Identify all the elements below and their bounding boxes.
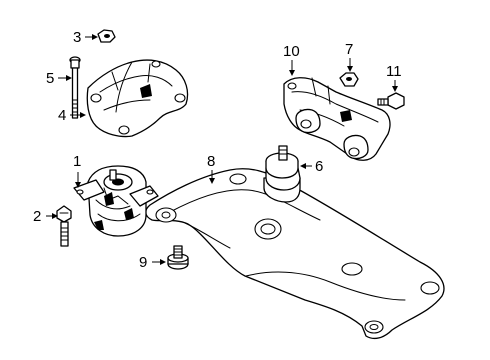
callout-8: 8 [207, 153, 215, 170]
bolt-part-5 [69, 56, 81, 119]
callout-7: 7 [345, 41, 353, 58]
arrowhead-7 [347, 66, 353, 72]
arrowhead-8 [209, 178, 215, 184]
callout-9: 9 [139, 254, 147, 271]
bolt-part-11 [377, 92, 405, 110]
bolt-part-2 [56, 205, 72, 247]
bolt-part-9 [167, 245, 189, 270]
arrowhead-1 [75, 182, 81, 188]
callout-10: 10 [283, 43, 300, 60]
arrowhead-4 [80, 112, 86, 118]
rubber-mount-part [263, 145, 301, 203]
arrowhead-6 [300, 163, 306, 169]
arrowhead-11 [392, 86, 398, 92]
callout-5: 5 [46, 70, 54, 87]
callout-6: 6 [315, 158, 323, 175]
arrowhead-2 [52, 213, 58, 219]
bracket-part-4 [86, 59, 189, 138]
callout-4: 4 [58, 107, 66, 124]
engine-mount-part [73, 165, 159, 237]
callout-11: 11 [386, 63, 402, 80]
callout-1: 1 [73, 153, 81, 170]
arrowhead-5 [66, 75, 72, 81]
callout-labels: 1 2 3 4 5 6 7 8 9 10 11 [33, 29, 402, 271]
arrowhead-10 [289, 70, 295, 76]
arrowhead-9 [160, 259, 166, 265]
callout-2: 2 [33, 208, 41, 225]
nut-part-3 [97, 29, 116, 43]
crossmember-part [145, 168, 445, 340]
arrowhead-3 [92, 34, 98, 40]
mount-bracket-part-10 [283, 77, 391, 161]
leader-lines [46, 34, 398, 265]
callout-3: 3 [73, 29, 81, 46]
nut-part-7 [339, 72, 359, 87]
